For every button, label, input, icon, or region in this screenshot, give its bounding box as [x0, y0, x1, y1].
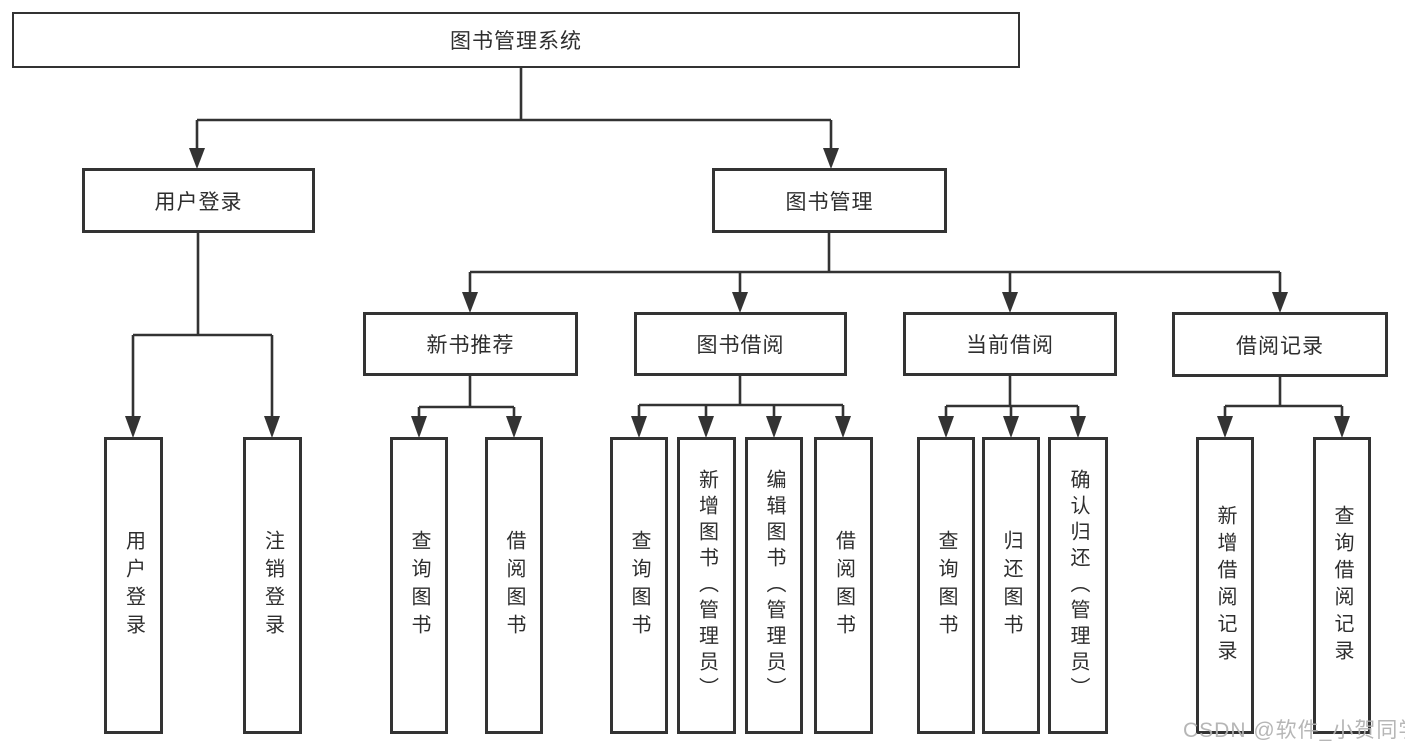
- leaf-confirm-return-admin: 确认归还（管理员）: [1048, 437, 1108, 734]
- leaf-query-borrow-record: 查询借阅记录: [1313, 437, 1371, 734]
- leaf-return-books: 归还图书: [982, 437, 1040, 734]
- leaf-query-books-borrowing: 查询图书: [610, 437, 668, 734]
- node-user-login-branch: 用户登录: [82, 168, 315, 233]
- leaf-borrow-books-recommend: 借阅图书: [485, 437, 543, 734]
- node-borrowing-records: 借阅记录: [1172, 312, 1388, 377]
- leaf-user-login: 用户登录: [104, 437, 163, 734]
- leaf-query-books-current: 查询图书: [917, 437, 975, 734]
- leaf-borrow-books: 借阅图书: [814, 437, 873, 734]
- leaf-add-books-admin: 新增图书（管理员）: [677, 437, 736, 734]
- node-book-management-branch: 图书管理: [712, 168, 947, 233]
- node-current-borrowing: 当前借阅: [903, 312, 1117, 376]
- leaf-edit-books-admin: 编辑图书（管理员）: [745, 437, 803, 734]
- leaf-query-books-recommend: 查询图书: [390, 437, 448, 734]
- leaf-add-borrow-record: 新增借阅记录: [1196, 437, 1254, 734]
- node-library-management-system: 图书管理系统: [12, 12, 1020, 68]
- node-book-borrowing: 图书借阅: [634, 312, 847, 376]
- node-new-book-recommend: 新书推荐: [363, 312, 578, 376]
- leaf-logout: 注销登录: [243, 437, 302, 734]
- csdn-watermark: CSDN @软件_小贺同学: [1183, 719, 1405, 742]
